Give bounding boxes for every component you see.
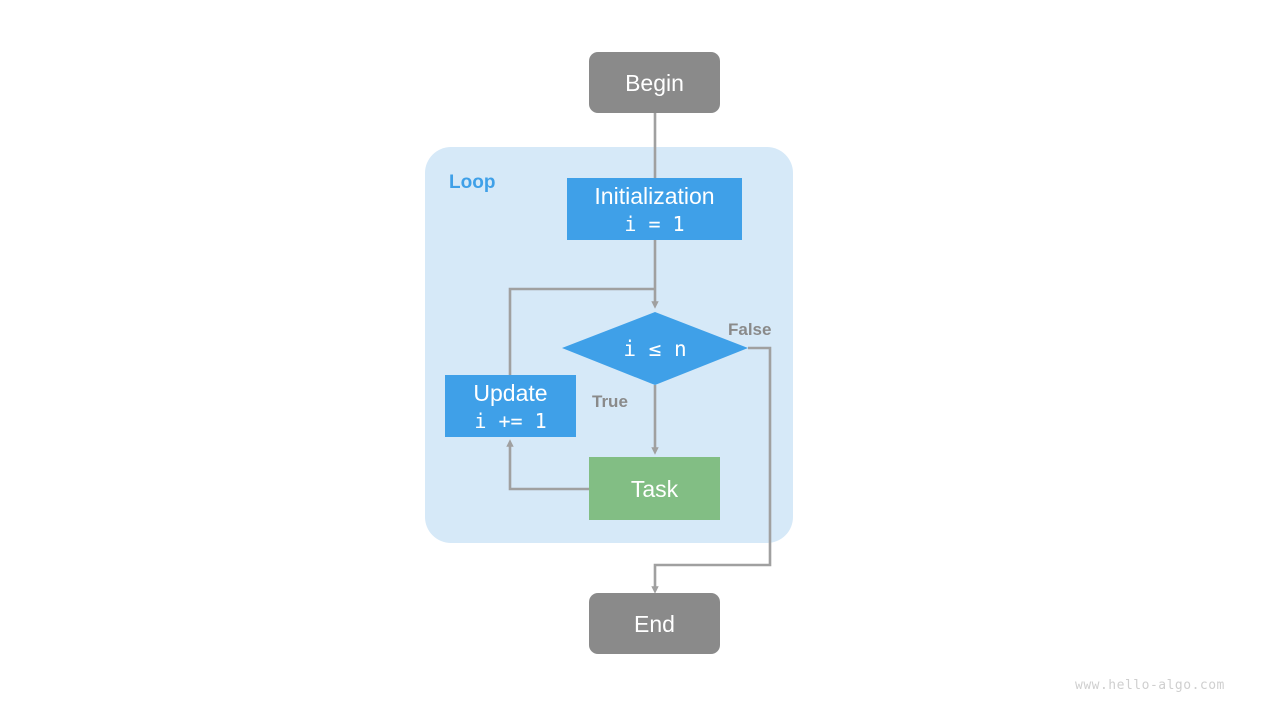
loop-group-label: Loop bbox=[449, 172, 496, 193]
edge-task-to-update bbox=[506, 439, 589, 491]
node-condition[interactable] bbox=[562, 312, 748, 385]
node-task[interactable] bbox=[589, 457, 720, 520]
node-initialization[interactable] bbox=[567, 178, 742, 240]
watermark: www.hello-algo.com bbox=[1075, 678, 1225, 693]
node-begin[interactable] bbox=[589, 52, 720, 113]
edge-update-to-condition bbox=[508, 287, 655, 377]
node-end[interactable] bbox=[589, 593, 720, 654]
edge-label-true: True bbox=[592, 392, 628, 411]
edge-condition-false-to-end bbox=[651, 346, 772, 594]
edge-label-false: False bbox=[728, 320, 772, 339]
node-update[interactable] bbox=[445, 375, 576, 437]
